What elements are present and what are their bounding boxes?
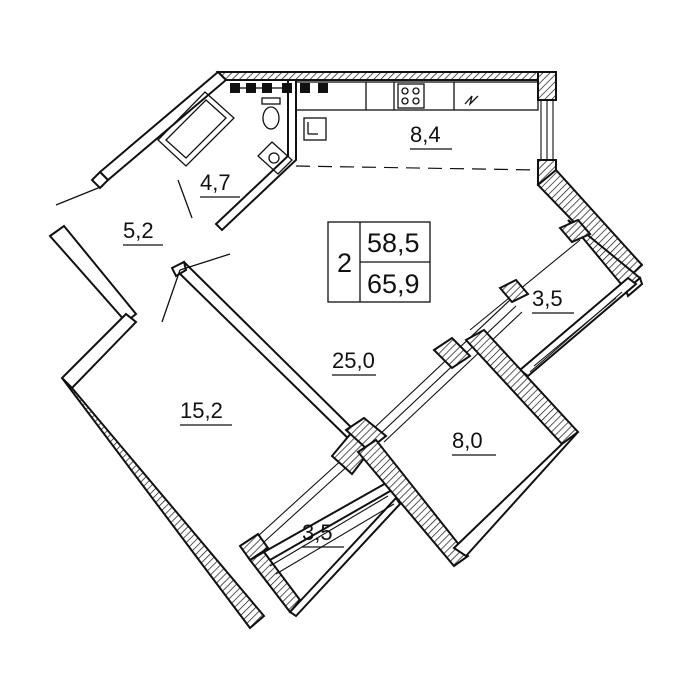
hall-left-wall [48,224,138,324]
balcony-lower [248,480,402,618]
living-window-wall [371,218,592,443]
bathroom-partition [214,79,297,232]
total-area-value: 65,9 [367,269,420,299]
room-labels: 8,4 4,7 5,2 25,0 15,2 8,0 3,5 3,5 [123,122,574,548]
sink-icon [257,141,293,175]
kitchen-counter [295,81,539,111]
exterior-walls [48,70,644,630]
balcony-upper [469,219,644,378]
kitchen-right-wall-top [537,71,557,101]
stove-icon [397,83,425,109]
room-label-bedroom-left: 15,2 [180,398,223,423]
living-area-value: 58,5 [367,228,420,258]
rooms-count: 2 [337,248,352,278]
kitchen-zone-divider [295,165,539,171]
bedroom-left-upper-wall [60,312,138,390]
bathtub-icon [157,91,235,167]
upper-left-diagonal-wall [98,70,228,182]
lower-balcony-left-wall [238,532,270,562]
room-label-bedroom-right: 8,0 [452,428,483,453]
room-label-bathroom: 4,7 [200,170,231,195]
bedroom-right-outer-wall [452,431,579,558]
washer-icon [303,117,327,141]
toilet-icon [261,97,281,130]
apartment-summary: 2 58,5 65,9 [327,221,431,303]
room-label-living-room: 25,0 [332,348,375,373]
interior-walls [161,79,592,568]
bedroom-left-outer-wall [61,377,266,630]
bathroom-door-leaf [177,179,193,219]
boiler-icon [464,95,479,107]
bathroom-fixtures [157,83,328,175]
kitchen-window [540,100,554,160]
bedroom-left-partition-stub [170,260,188,278]
lower-balcony-wall [248,550,302,614]
bedroom-door-arc [161,269,181,323]
bedroom-door-leaf [179,253,231,271]
entrance-wall-stub [90,170,110,190]
room-label-hallway: 5,2 [123,218,154,243]
room-label-balcony-lower: 3,5 [302,520,333,545]
top-wall [215,71,557,81]
room-label-balcony-upper: 3,5 [532,286,563,311]
bedroom-right-left-wall [356,438,470,568]
pipes-icon [230,83,328,93]
entrance-door-leaf [55,185,104,206]
room-label-kitchen: 8,4 [410,122,441,147]
